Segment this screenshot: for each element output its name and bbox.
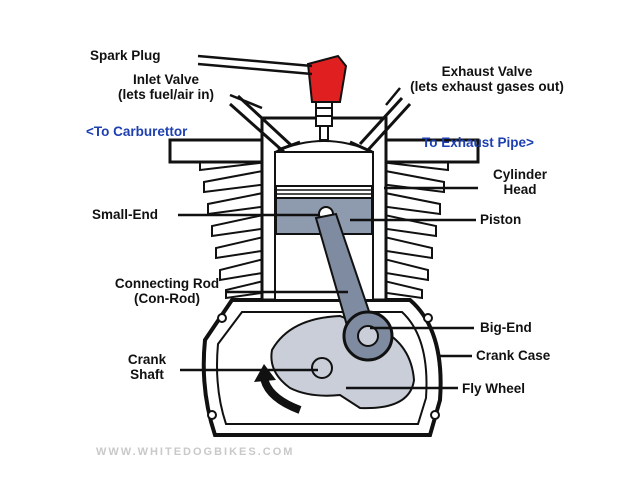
label-con-rod: (Con-Rod) — [134, 291, 200, 306]
watermark: WWW.WHITEDOGBIKES.COM — [96, 446, 295, 458]
crank-shaft-hub — [311, 357, 333, 379]
connecting-rod — [314, 212, 394, 362]
label-piston: Piston — [480, 212, 522, 227]
label-crank-shaft: Crank — [127, 352, 167, 367]
exhaust-valve-stem — [358, 96, 404, 146]
label-cylinder-head: Cylinder — [492, 167, 547, 182]
label-crank-shaft-2: Shaft — [130, 367, 164, 382]
leader-lines — [178, 54, 478, 390]
spark-plug — [306, 54, 348, 141]
label-crank-case: Crank Case — [476, 348, 551, 363]
label-connecting-rod: Connecting Rod — [114, 276, 220, 291]
rotation-arrow — [254, 364, 302, 414]
inlet-valve-stem — [236, 94, 294, 148]
label-to-carburettor: <To Carburettor — [86, 124, 188, 139]
label-inlet-valve-note: (lets fuel/air in) — [117, 87, 215, 102]
label-big-end: Big-End — [480, 320, 532, 335]
valves — [229, 94, 412, 154]
label-cylinder-head-2: Head — [503, 182, 537, 197]
label-small-end: Small-End — [92, 207, 159, 222]
label-fly-wheel: Fly Wheel — [462, 381, 526, 396]
label-inlet-valve: Inlet Valve — [132, 72, 200, 87]
label-spark-plug: Spark Plug — [90, 48, 161, 63]
label-exhaust-valve: Exhaust Valve — [441, 64, 533, 79]
label-exhaust-valve-note: (lets exhaust gases out) — [410, 79, 564, 94]
label-to-exhaust-pipe: To Exhaust Pipe> — [422, 135, 534, 150]
